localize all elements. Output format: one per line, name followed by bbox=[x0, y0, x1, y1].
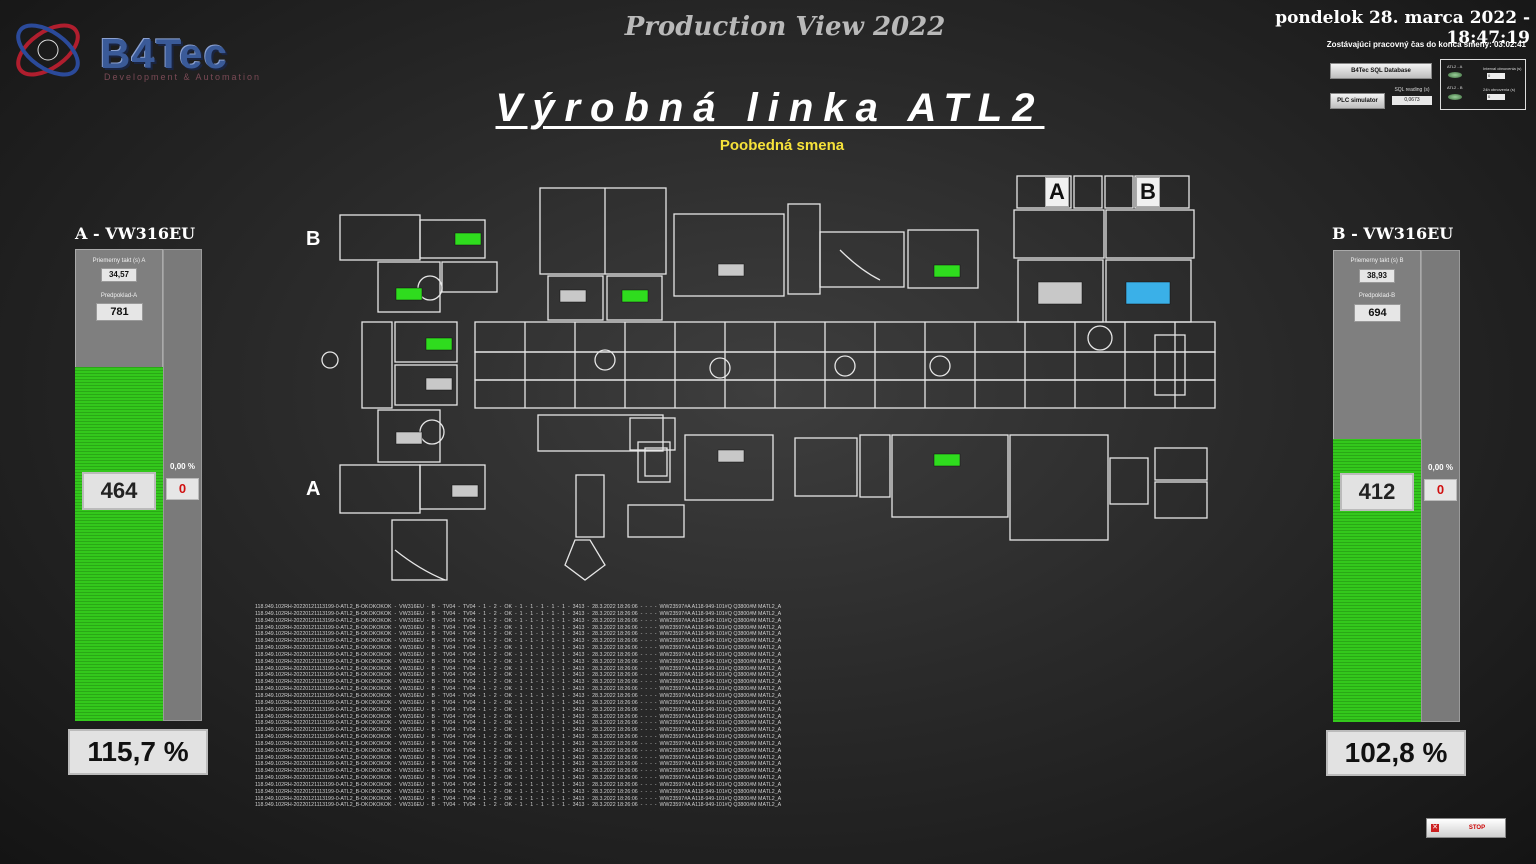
log-line: 118.949.102RH-20220121113199-0-ATL2_B-OK… bbox=[255, 788, 782, 795]
panel-a-efficiency: 115,7 % bbox=[68, 729, 208, 775]
line-title: Výrobná linka ATL2 bbox=[495, 86, 1045, 130]
log-line: 118.949.102RH-20220121113199-0-ATL2_B-OK… bbox=[255, 610, 782, 617]
log-line: 118.949.102RH-20220121113199-0-ATL2_B-OK… bbox=[255, 692, 782, 699]
log-line: 118.949.102RH-20220121113199-0-ATL2_B-OK… bbox=[255, 604, 782, 610]
log-line: 118.949.102RH-20220121113199-0-ATL2_B-OK… bbox=[255, 638, 782, 645]
plc-simulator-button[interactable]: PLC simulator bbox=[1330, 93, 1385, 109]
indicator-b-label: ATL2 - B bbox=[1447, 85, 1463, 90]
panel-a-count: 464 bbox=[82, 472, 156, 510]
shift-name: Poobedná smena bbox=[719, 137, 845, 154]
panel-a-gauge-fill bbox=[75, 367, 163, 721]
panel-b-avg-takt-label: Priemerny takt (s) B bbox=[1350, 258, 1404, 264]
sql-reading-value: 0,0673 bbox=[1392, 96, 1432, 105]
log-line: 118.949.102RH-20220121113199-0-ATL2_B-OK… bbox=[255, 645, 782, 652]
sql-database-button[interactable]: B4Tec SQL Database bbox=[1330, 63, 1432, 79]
indicator-a-label: ATL2 - A bbox=[1447, 64, 1463, 69]
sql-reading-label: SQL reading (s) bbox=[1394, 87, 1430, 93]
shift-remaining-time: Zostávajúci pracovný čas do konca smeny:… bbox=[1326, 40, 1526, 49]
panel-b-reject-count: 0 bbox=[1424, 479, 1457, 501]
log-line: 118.949.102RH-20220121113199-0-ATL2_B-OK… bbox=[255, 781, 782, 788]
panel-b-forecast-value: 694 bbox=[1354, 304, 1401, 322]
line-b-label: B bbox=[306, 228, 321, 250]
close-icon: ✕ bbox=[1431, 824, 1439, 832]
app-title: Production View 2022 bbox=[624, 12, 946, 42]
logo-swoosh-icon bbox=[16, 23, 80, 77]
panel-a-forecast-value: 781 bbox=[96, 303, 143, 321]
log-line: 118.949.102RH-20220121113199-0-ATL2_B-OK… bbox=[255, 747, 782, 754]
log-line: 118.949.102RH-20220121113199-0-ATL2_B-OK… bbox=[255, 754, 782, 761]
log-line: 118.949.102RH-20220121113199-0-ATL2_B-OK… bbox=[255, 775, 782, 782]
log-line: 118.949.102RH-20220121113199-0-ATL2_B-OK… bbox=[255, 713, 782, 720]
stop-button[interactable]: ✕ STOP bbox=[1426, 818, 1506, 838]
log-line: 118.949.102RH-20220121113199-0-ATL2_B-OK… bbox=[255, 679, 782, 686]
panel-a-avg-takt-label: Priemerny takt (s) A bbox=[92, 258, 146, 264]
log-line: 118.949.102RH-20220121113199-0-ATL2_B-OK… bbox=[255, 802, 782, 809]
panel-a-avg-takt-value: 34,57 bbox=[101, 268, 137, 282]
panel-b-reject-pct: 0,00 % bbox=[1428, 463, 1453, 472]
panel-b-count: 412 bbox=[1340, 473, 1414, 511]
log-line: 118.949.102RH-20220121113199-0-ATL2_B-OK… bbox=[255, 720, 782, 727]
panel-b-title: B - VW316EU bbox=[1332, 224, 1454, 243]
log-line: 118.949.102RH-20220121113199-0-ATL2_B-OK… bbox=[255, 686, 782, 693]
log-line: 118.949.102RH-20220121113199-0-ATL2_B-OK… bbox=[255, 665, 782, 672]
indicator-a-field-label: Interval obnovenia (s) bbox=[1483, 66, 1522, 71]
panel-a-reject-count: 0 bbox=[166, 478, 199, 500]
cell-a-label: A bbox=[1045, 177, 1069, 207]
log-line: 118.949.102RH-20220121113199-0-ATL2_B-OK… bbox=[255, 624, 782, 631]
indicator-a-led bbox=[1448, 72, 1462, 78]
logo-subtitle: Development & Automation bbox=[104, 72, 262, 82]
indicator-b-field-label: 24h obnovenia (s) bbox=[1483, 87, 1516, 92]
log-line: 118.949.102RH-20220121113199-0-ATL2_B-OK… bbox=[255, 658, 782, 665]
b4tec-logo: B4Tec Development & Automation bbox=[8, 10, 283, 88]
log-line: 118.949.102RH-20220121113199-0-ATL2_B-OK… bbox=[255, 631, 782, 638]
logo-text: B4Tec bbox=[100, 30, 228, 77]
panel-a-forecast-label: Predpoklad-A bbox=[100, 293, 138, 299]
log-line: 118.949.102RH-20220121113199-0-ATL2_B-OK… bbox=[255, 699, 782, 706]
indicator-b-led bbox=[1448, 94, 1462, 100]
log-line: 118.949.102RH-20220121113199-0-ATL2_B-OK… bbox=[255, 706, 782, 713]
log-line: 118.949.102RH-20220121113199-0-ATL2_B-OK… bbox=[255, 768, 782, 775]
panel-b-efficiency: 102,8 % bbox=[1326, 730, 1466, 776]
log-line: 118.949.102RH-20220121113199-0-ATL2_B-OK… bbox=[255, 761, 782, 768]
cell-b-label: B bbox=[1136, 177, 1160, 207]
current-datetime: pondelok 28. marca 2022 - 18:47:19 bbox=[1275, 8, 1530, 48]
panel-a-reject-pct: 0,00 % bbox=[170, 462, 195, 471]
log-line: 118.949.102RH-20220121113199-0-ATL2_B-OK… bbox=[255, 672, 782, 679]
log-line: 118.949.102RH-20220121113199-0-ATL2_B-OK… bbox=[255, 734, 782, 741]
log-line: 118.949.102RH-20220121113199-0-ATL2_B-OK… bbox=[255, 795, 782, 802]
indicator-a-value[interactable]: 0 bbox=[1487, 73, 1505, 79]
indicator-b-value[interactable]: 0 bbox=[1487, 94, 1505, 100]
log-line: 118.949.102RH-20220121113199-0-ATL2_B-OK… bbox=[255, 740, 782, 747]
stop-label: STOP bbox=[1468, 825, 1486, 831]
log-line: 118.949.102RH-20220121113199-0-ATL2_B-OK… bbox=[255, 651, 782, 658]
panel-a-title: A - VW316EU bbox=[75, 224, 196, 243]
panel-a-gauge bbox=[75, 249, 163, 721]
line-a-label: A bbox=[306, 478, 321, 500]
panel-b-forecast-label: Predpoklad-B bbox=[1358, 293, 1396, 299]
production-line-layout bbox=[321, 175, 1216, 581]
production-log: 118.949.102RH-20220121113199-0-ATL2_B-OK… bbox=[255, 604, 855, 810]
status-indicator-panel: ATL2 - A Interval obnovenia (s) 0 ATL2 -… bbox=[1440, 59, 1526, 110]
panel-b-avg-takt-value: 38,93 bbox=[1359, 269, 1395, 283]
log-line: 118.949.102RH-20220121113199-0-ATL2_B-OK… bbox=[255, 617, 782, 624]
log-line: 118.949.102RH-20220121113199-0-ATL2_B-OK… bbox=[255, 727, 782, 734]
